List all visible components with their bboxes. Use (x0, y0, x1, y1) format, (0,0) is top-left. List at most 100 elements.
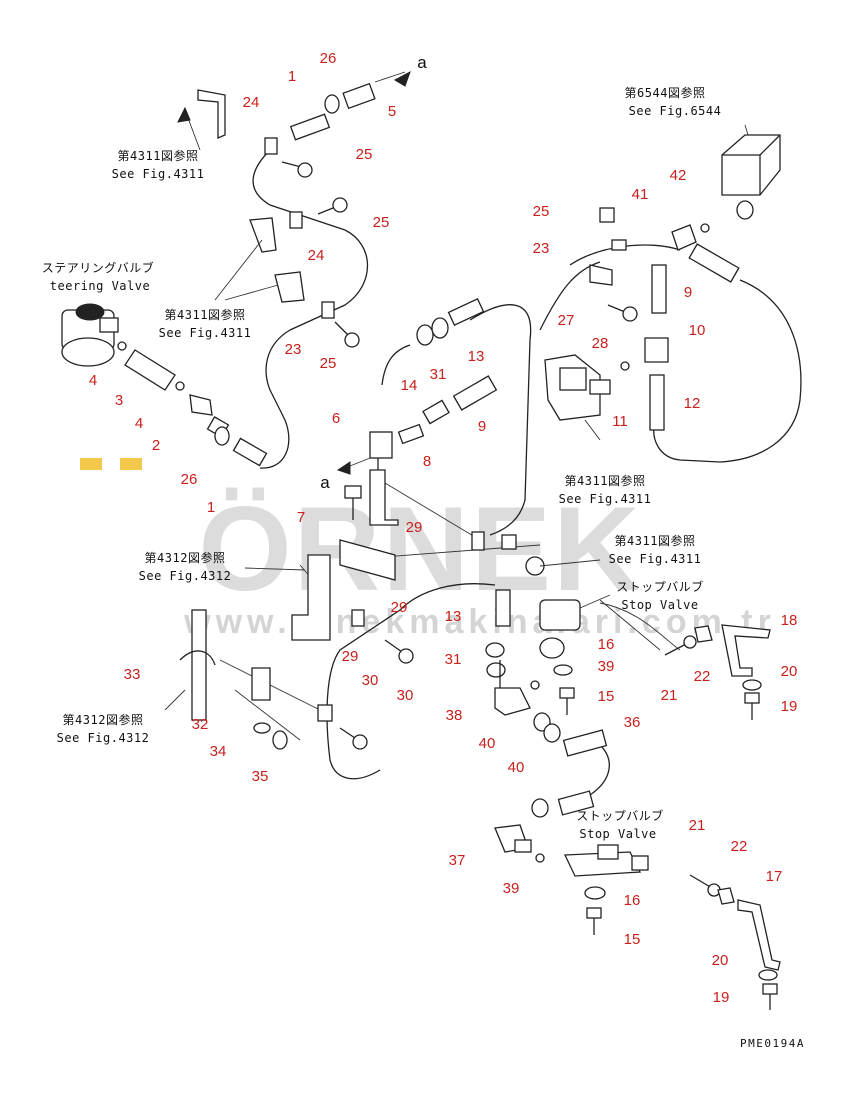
hose-36-end (562, 729, 608, 757)
stop-valve-upper (539, 599, 581, 676)
arrow-a-lower (336, 461, 351, 475)
watermark: ÖRNEK www.ornekmakinalari.com.tr (80, 458, 771, 641)
part-label-24: 24 (308, 247, 325, 264)
part-label-38: 38 (446, 707, 463, 724)
clamp-29-mid (317, 704, 333, 722)
part-label-21: 21 (689, 817, 706, 834)
part-label-3: 3 (115, 392, 123, 409)
part-label-20: 20 (712, 952, 729, 969)
part-label-25: 25 (533, 203, 550, 220)
part-label-30: 30 (362, 672, 379, 689)
hose-9-mid-nut (422, 399, 450, 425)
leader-lines (164, 71, 749, 711)
clamp-40-b (543, 723, 561, 743)
ref-6544-jp: 第6544図参照 (625, 85, 706, 100)
bolt-15-upper (559, 687, 575, 715)
stop-valve-upper-en: Stop Valve (621, 598, 698, 612)
part-label-19: 19 (781, 698, 798, 715)
fitting-29-right (501, 534, 517, 550)
part-label-15: 15 (624, 931, 641, 948)
part-label-1: 1 (288, 68, 296, 85)
stop-valve-upper-jp: ストップバルブ (616, 579, 704, 594)
bracket-18 (721, 624, 771, 677)
part-label-29: 29 (391, 599, 408, 616)
leader-a-upper (374, 71, 406, 83)
part-label-20: 20 (781, 663, 798, 680)
part-label-36: 36 (624, 714, 641, 731)
plate-29 (339, 539, 396, 581)
part-label-13: 13 (445, 608, 462, 625)
clamp-31-b (431, 317, 449, 339)
part-label-31: 31 (430, 366, 447, 383)
ref-4312-en: See Fig.4312 (139, 569, 232, 583)
clamp-23 (321, 301, 335, 319)
leader-4312-low (164, 689, 186, 711)
washer-20-lower (758, 969, 778, 981)
fitting-8 (397, 423, 425, 445)
leader-4312 (244, 567, 306, 571)
ref-4312-low-en: See Fig.4312 (57, 731, 150, 745)
valve-4311 (544, 354, 611, 421)
part-label-7: 7 (297, 509, 305, 526)
hose-12 (649, 374, 665, 431)
watermark-accent-dot (80, 458, 102, 470)
part-label-31: 31 (445, 651, 462, 668)
part-label-23: 23 (533, 240, 550, 257)
oring-11 (620, 361, 630, 371)
stop-valve-line (599, 599, 681, 651)
stop-valve-lower-en: Stop Valve (579, 827, 656, 841)
part-label-27: 27 (558, 312, 575, 329)
part-label-13: 13 (468, 348, 485, 365)
clamp-24-lower (289, 211, 303, 229)
bracket-4312 (291, 554, 331, 641)
part-label-25: 25 (320, 355, 337, 372)
fitting-37 (494, 824, 532, 853)
ref-4311-valve-jp: 第4311図参照 (565, 473, 646, 488)
ref-6544-en: See Fig.6544 (629, 104, 722, 118)
hose-loop-13 (469, 304, 532, 536)
bolt-15-lower (586, 907, 602, 935)
bolt-30-b (339, 727, 368, 750)
part-label-15: 15 (598, 688, 615, 705)
part-label-10: 10 (689, 322, 706, 339)
bracket-32 (251, 667, 271, 701)
bolt-25-b (317, 197, 348, 215)
clamp-31-a (416, 324, 434, 346)
part-label-6: 6 (332, 410, 340, 427)
nut-6544 (736, 200, 754, 220)
part-label-29: 29 (342, 648, 359, 665)
part-number-labels: 1 26 5 24 25 25 24 23 25 4 3 4 2 26 1 13… (89, 50, 798, 1006)
part-label-18: 18 (781, 612, 798, 629)
bracket-27 (589, 264, 613, 286)
hose-loop-lower (326, 583, 496, 780)
part-label-9: 9 (684, 284, 692, 301)
steering-valve-en: teering Valve (50, 279, 150, 293)
part-label-30: 30 (397, 687, 414, 704)
watermark-brand: ÖRNEK (198, 482, 641, 616)
reference-captions: 第6544図参照 See Fig.6544 第4311図参照 See Fig.4… (42, 53, 804, 1050)
leader-4311-right (539, 559, 601, 567)
bracket-4311-low (274, 271, 305, 303)
block-6544 (721, 134, 781, 196)
clamp-23-right (611, 239, 627, 251)
ref-4311-mid-en: See Fig.4311 (159, 326, 252, 340)
nut-22-upper (694, 625, 713, 643)
part-label-34: 34 (210, 743, 227, 760)
hose-14 (381, 344, 411, 386)
parts (61, 70, 781, 1010)
ref-4312-low-jp: 第4312図参照 (63, 712, 144, 727)
bolt-21-upper (664, 635, 697, 656)
ref-4311-mid-jp: 第4311図参照 (165, 307, 246, 322)
bracket-29-right (471, 531, 485, 551)
part-label-42: 42 (670, 167, 687, 184)
washer-16-lower (584, 886, 606, 900)
hose-loop-right (653, 279, 802, 463)
bracket-17 (737, 899, 781, 971)
hose-9-right (651, 264, 667, 314)
part-label-21: 21 (661, 687, 678, 704)
hose-end-1-lower (214, 426, 268, 467)
bracket32-lines (219, 659, 331, 741)
leader-6544 (744, 124, 749, 136)
part-label-4: 4 (89, 372, 97, 389)
